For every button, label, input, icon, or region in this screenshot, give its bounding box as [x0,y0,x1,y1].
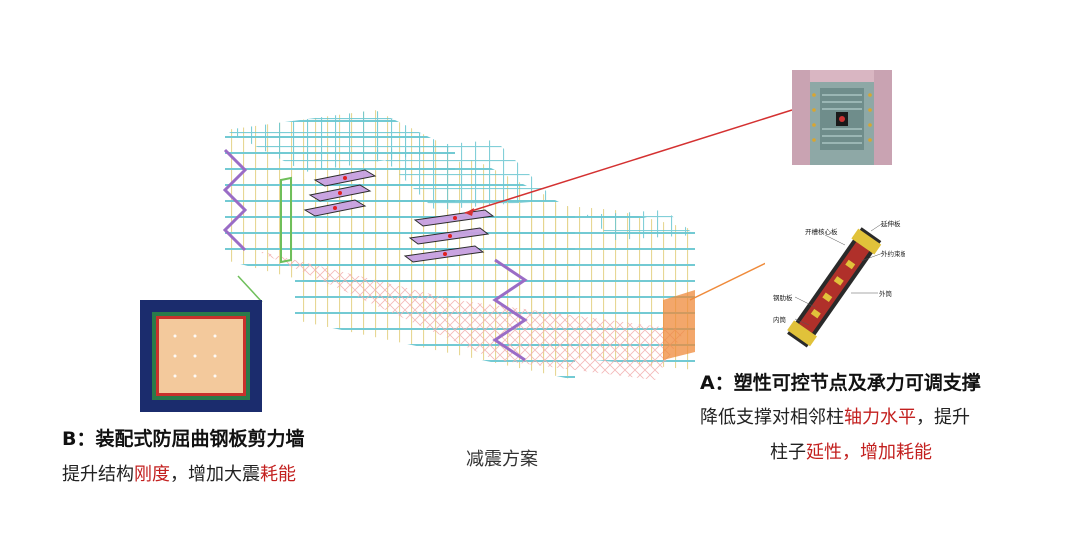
wall-caption-desc: 提升结构刚度，增加大震耗能 [62,460,296,486]
joint-desc2-part-0: 柱子 [770,442,806,463]
shear-wall-detail-image [140,300,262,412]
brace-label-4: 外筒 [879,289,893,298]
joint-desc2-part-1: 延性，增加耗能 [806,442,932,463]
center-label: 减震方案 [466,449,538,470]
joint-caption-title: A：塑性可控节点及承力可调支撑 [700,372,981,394]
brace-detail-image: 开槽核心板 延伸板 外约束板 钢肋板 外筒 内筒 [765,213,905,358]
joint-desc-part-1: 轴力水平 [844,407,916,428]
joint-desc-part-2: ，提升 [916,407,970,428]
joint-caption-desc-line2: 柱子延性，增加耗能 [770,438,932,464]
brace-label-3: 钢肋板 [773,293,793,302]
building-frame-model [222,110,695,380]
brace-label-1: 延伸板 [881,219,901,228]
brace-label-5: 内筒 [773,315,787,324]
wall-desc-part-3: 耗能 [260,464,296,485]
wall-caption-title: B：装配式防屈曲钢板剪力墙 [62,428,305,450]
wall-desc-part-1: 刚度 [134,464,170,485]
wall-desc-part-0: 提升结构 [62,464,134,485]
joint-desc-part-0: 降低支撑对相邻柱 [700,407,844,428]
brace-label-0: 开槽核心板 [805,227,838,236]
wall-desc-part-2: ，增加大震 [170,464,260,485]
joint-caption-desc-line1: 降低支撑对相邻柱轴力水平，提升 [700,403,970,429]
joint-detail-image [792,70,892,165]
brace-label-2: 外约束板 [881,249,905,258]
